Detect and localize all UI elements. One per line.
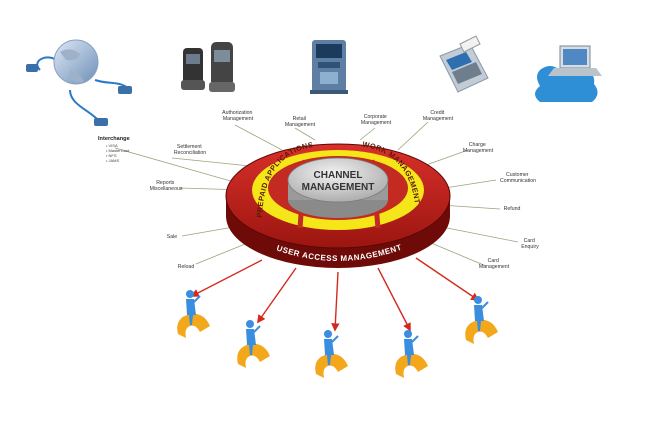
central-ring-stack xyxy=(225,143,451,268)
interchange-title: Interchange xyxy=(98,136,130,142)
interchange-item: • JAMS xyxy=(106,158,120,163)
label-customer-communication: Customer Communication xyxy=(500,172,536,184)
user-figure-icon xyxy=(315,330,348,378)
label-card-enquiry: Card Enquiry xyxy=(521,238,539,250)
label-sale: Sale xyxy=(167,234,177,240)
atm-icon xyxy=(310,40,348,94)
label-reload: Reload xyxy=(178,264,195,270)
laptop-puzzle-icon xyxy=(535,45,602,102)
interchange-item: • VISA xyxy=(106,143,118,148)
user-figure-icon xyxy=(465,296,498,344)
user-arrows xyxy=(190,257,480,332)
label-corporate-management: Corporate Management xyxy=(361,114,392,126)
user-figure-icon xyxy=(395,330,428,378)
label-settlement-reconciliation: Settlement Reconciliation xyxy=(174,144,206,156)
globe-network-icon xyxy=(26,39,132,126)
user-figure-icon xyxy=(177,290,210,338)
core-title-line1: CHANNEL xyxy=(314,170,363,181)
left-labels: Authorization Management Retail Manageme… xyxy=(150,110,316,270)
user-figure-icon xyxy=(237,320,270,368)
interchange-block: Interchange • VISA • MasterCard • NFS • … xyxy=(98,136,130,163)
core-title-line2: MANAGEMENT xyxy=(302,182,375,193)
pos-terminal-icon xyxy=(439,35,489,93)
right-labels: Corporate Management Credit Management C… xyxy=(361,110,539,270)
interchange-item: • MasterCard xyxy=(106,148,129,153)
label-authorization-management: Authorization Management xyxy=(222,110,254,122)
label-card-management: Card Management xyxy=(479,258,510,270)
label-charge-management: Charge Management xyxy=(463,142,494,154)
label-retail-management: Retail Management xyxy=(285,116,316,128)
label-reports-miscellaneous: Reports Miscellaneous xyxy=(150,180,183,192)
label-credit-management: Credit Management xyxy=(423,110,454,122)
label-refund: Refund xyxy=(504,206,521,212)
interchange-item: • NFS xyxy=(106,153,117,158)
phones-icon xyxy=(181,42,235,92)
